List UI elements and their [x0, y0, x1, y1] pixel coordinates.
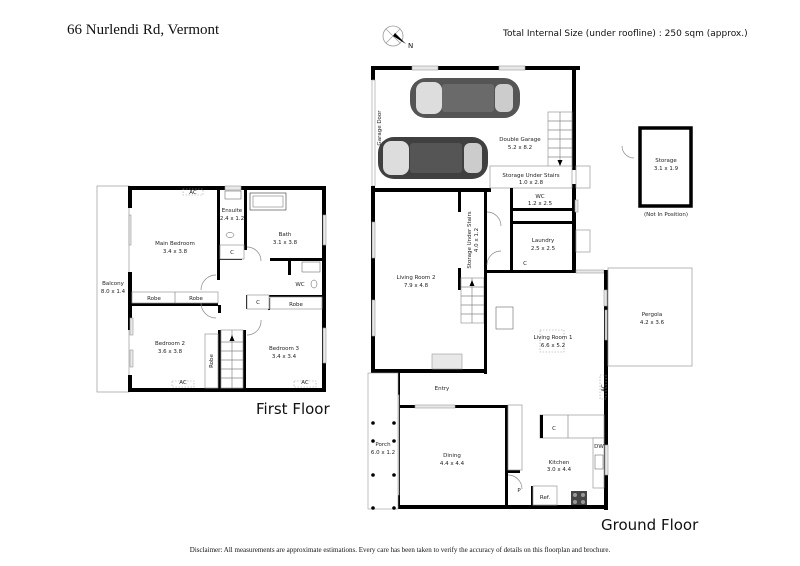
room-name-ensuite: Ensuite	[222, 208, 243, 214]
room-name-porch: Porch	[375, 442, 391, 448]
room-dims-main-bedroom: 3.4 x 3.8	[163, 249, 188, 255]
room-name-bath: Bath	[279, 232, 292, 238]
compass-icon: N	[382, 25, 413, 50]
room-name-laundry: Laundry	[532, 238, 555, 244]
room-name-bedroom-2: Bedroom 2	[155, 341, 185, 347]
total-internal-size: Total Internal Size (under roofline) : 2…	[503, 29, 748, 39]
room-name-pergola: Pergola	[642, 312, 662, 318]
room-dims-porch: 6.0 x 1.2	[371, 450, 395, 456]
room-dims-dining: 4.4 x 4.4	[440, 461, 465, 467]
cupboard-label: C	[256, 300, 260, 306]
robe-label: Robe	[209, 353, 215, 367]
fridge-label: Ref.	[540, 495, 550, 501]
garage-stairs	[547, 111, 573, 169]
ground-floor-stairs	[460, 277, 485, 324]
not-in-position-note: (Not In Position)	[644, 212, 688, 218]
ac-label: AC	[179, 380, 187, 386]
ac-label: AC	[601, 384, 607, 392]
room-dims-storage-under-stairs-2: 4.0 x 1.2	[474, 228, 480, 252]
dishwasher-label: DW	[594, 444, 604, 450]
fireplace-icon	[495, 306, 514, 330]
wc-label: WC	[295, 282, 304, 288]
room-name-entry: Entry	[435, 386, 450, 392]
toilet-icon	[310, 279, 318, 289]
basin-icon	[224, 190, 242, 200]
room-name-storage: Storage	[655, 158, 677, 164]
robe-label: Robe	[289, 302, 303, 308]
room-dims-bath: 3.1 x 3.8	[273, 240, 298, 246]
robe-label: Robe	[147, 296, 161, 302]
room-name-balcony: Balcony	[102, 281, 125, 287]
room-dims-kitchen: 3.0 x 4.4	[547, 467, 572, 473]
room-name-storage-under-stairs-2: Storage Under Stairs	[467, 211, 473, 268]
cupboard-label: C	[523, 261, 527, 267]
room-name-living-room-2: Living Room 2	[396, 275, 435, 281]
garage-door	[371, 79, 376, 187]
room-dims-laundry: 2.5 x 2.5	[531, 246, 556, 252]
disclaimer: Disclaimer: All measurements are approxi…	[189, 546, 611, 554]
toilet-icon	[225, 232, 235, 238]
room-dims-living-room-2: 7.9 x 4.8	[404, 283, 429, 289]
first-floor-plan: AC AC AC Balcony 8.0 x 1.4 Main Bedroom …	[96, 185, 327, 393]
pergola	[607, 267, 693, 367]
room-name-main-bedroom: Main Bedroom	[155, 241, 195, 247]
room-dims-storage: 3.1 x 1.9	[654, 166, 679, 172]
room-dims-balcony: 8.0 x 1.4	[101, 289, 126, 295]
ground-floor-plan: Garage Door Double Garage 5.2 x 8.2 Stor…	[367, 65, 693, 510]
room-dims-pergola: 4.2 x 3.6	[640, 320, 665, 326]
room-dims-double-garage: 5.2 x 8.2	[508, 145, 532, 151]
room-name-double-garage: Double Garage	[499, 137, 541, 143]
sink-icon	[594, 454, 604, 470]
room-name-living-room-1: Living Room 1	[533, 335, 572, 341]
room-name-bedroom-3: Bedroom 3	[269, 346, 300, 352]
first-floor-stairs	[220, 329, 244, 389]
first-floor-label: First Floor	[256, 400, 330, 418]
room-dims-bedroom-2: 3.6 x 3.8	[158, 349, 183, 355]
ac-label: AC	[189, 190, 197, 196]
car-icon	[410, 78, 520, 118]
room-dims-storage-under-stairs: 1.0 x 2.8	[519, 180, 544, 186]
cupboard-label: C	[552, 426, 556, 432]
balcony	[96, 185, 130, 393]
garage-door-label: Garage Door	[377, 110, 383, 146]
robe-label: Robe	[189, 296, 203, 302]
room-name-wc: WC	[535, 194, 544, 200]
room-dims-living-room-1: 6.6 x 5.2	[541, 343, 565, 349]
room-name-storage-under-stairs: Storage Under Stairs	[502, 173, 559, 179]
room-dims-bedroom-3: 3.4 x 3.4	[272, 354, 297, 360]
room-dims-ensuite: 2.4 x 1.2	[220, 216, 244, 222]
ground-floor-label: Ground Floor	[601, 516, 699, 534]
detached-storage	[638, 126, 693, 208]
room-name-kitchen: Kitchen	[549, 460, 570, 466]
property-address: 66 Nurlendi Rd, Vermont	[67, 22, 220, 38]
cupboard-label: C	[230, 250, 234, 256]
ac-label: AC	[301, 380, 309, 386]
compass-north-label: N	[408, 42, 413, 50]
basin-icon	[301, 261, 321, 273]
room-dims-wc: 1.2 x 2.5	[528, 201, 553, 207]
room-name-dining: Dining	[443, 453, 461, 459]
pantry-label: P	[517, 488, 521, 494]
car-icon	[378, 137, 488, 179]
